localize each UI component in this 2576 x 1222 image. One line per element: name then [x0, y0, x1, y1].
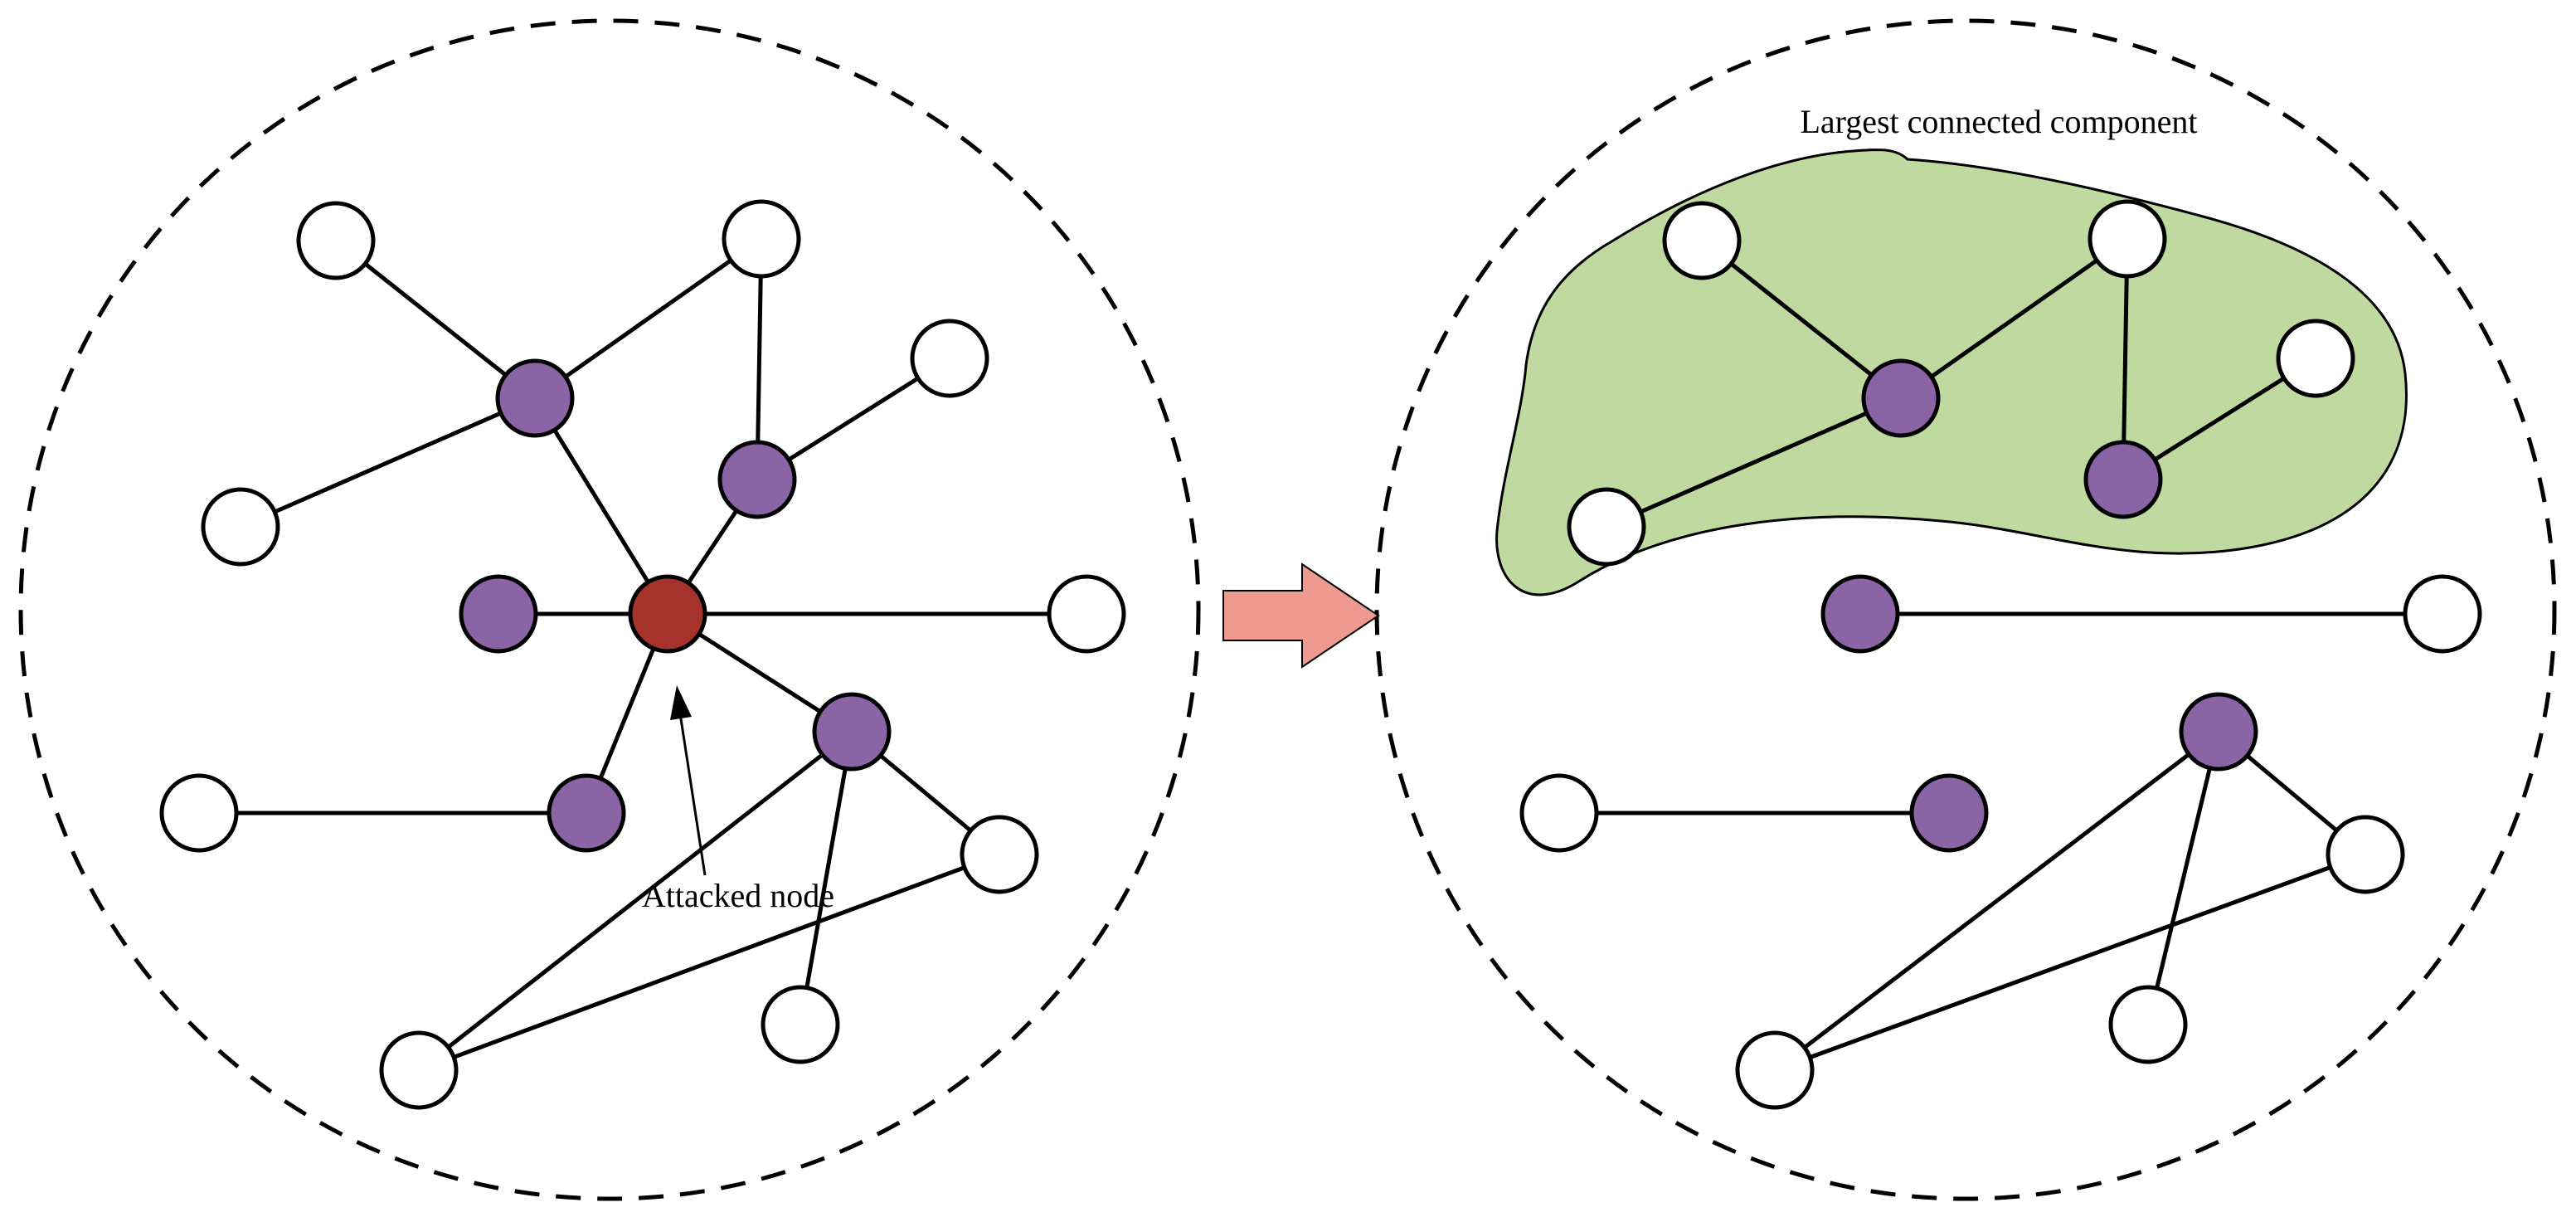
before-attacked-node [628, 574, 707, 654]
after-peripheral-node [1735, 1030, 1815, 1110]
after-hub-node [1820, 574, 1900, 654]
after-peripheral-node [1519, 773, 1599, 853]
before-peripheral-node [1047, 574, 1126, 654]
before-edge [416, 852, 1002, 1073]
after-edge [1898, 236, 2130, 401]
after-peripheral-node [2088, 199, 2167, 279]
before-peripheral-node [761, 985, 840, 1064]
before-peripheral-node [910, 319, 989, 398]
after-edge [1772, 852, 2368, 1073]
before-edge [798, 729, 854, 1027]
before-hub-node [495, 358, 575, 438]
before-peripheral-node [159, 773, 239, 853]
before-edge [532, 236, 764, 401]
after-peripheral-node [2326, 815, 2405, 894]
after-peripheral-node [2276, 319, 2355, 398]
after-edge [2146, 729, 2221, 1027]
before-edge [416, 729, 854, 1073]
before-peripheral-node [201, 487, 280, 567]
before-edge [532, 396, 670, 616]
before-peripheral-node [296, 201, 376, 280]
after-edge [1699, 238, 1903, 401]
before-hub-node [459, 574, 538, 654]
attacked-pointer-line [678, 713, 707, 876]
before-edge [333, 238, 537, 401]
attacked-pointer-arrowhead [670, 685, 692, 720]
after-peripheral-node [1567, 487, 1646, 567]
after-nodes [1519, 199, 2482, 1110]
after-edges [1557, 236, 2445, 1073]
before-network-boundary [18, 18, 1201, 1201]
after-network-boundary [1374, 18, 2557, 1201]
after-hub-node [2179, 692, 2258, 772]
after-edge [1772, 729, 2221, 1073]
after-peripheral-node [2108, 985, 2188, 1064]
after-peripheral-node [1662, 201, 1742, 280]
before-hub-node [547, 773, 626, 853]
before-edge [238, 396, 537, 529]
before-peripheral-node [379, 1030, 459, 1110]
before-hub-node [717, 440, 797, 519]
after-edge [2121, 236, 2130, 482]
transition-arrow [1222, 562, 1380, 669]
after-hub-node [2083, 440, 2163, 519]
after-peripheral-node [2403, 574, 2482, 654]
largest-component-label: Largest connected component [1800, 103, 2197, 140]
after-hub-node [1861, 358, 1941, 438]
before-peripheral-node [960, 815, 1039, 894]
after-hub-node [1909, 773, 1989, 853]
before-edge [755, 236, 764, 482]
before-nodes [159, 199, 1126, 1110]
before-peripheral-node [722, 199, 801, 279]
attacked-node-label: Attacked node [642, 877, 834, 914]
before-hub-node [812, 692, 892, 772]
after-edge [1604, 396, 1903, 529]
